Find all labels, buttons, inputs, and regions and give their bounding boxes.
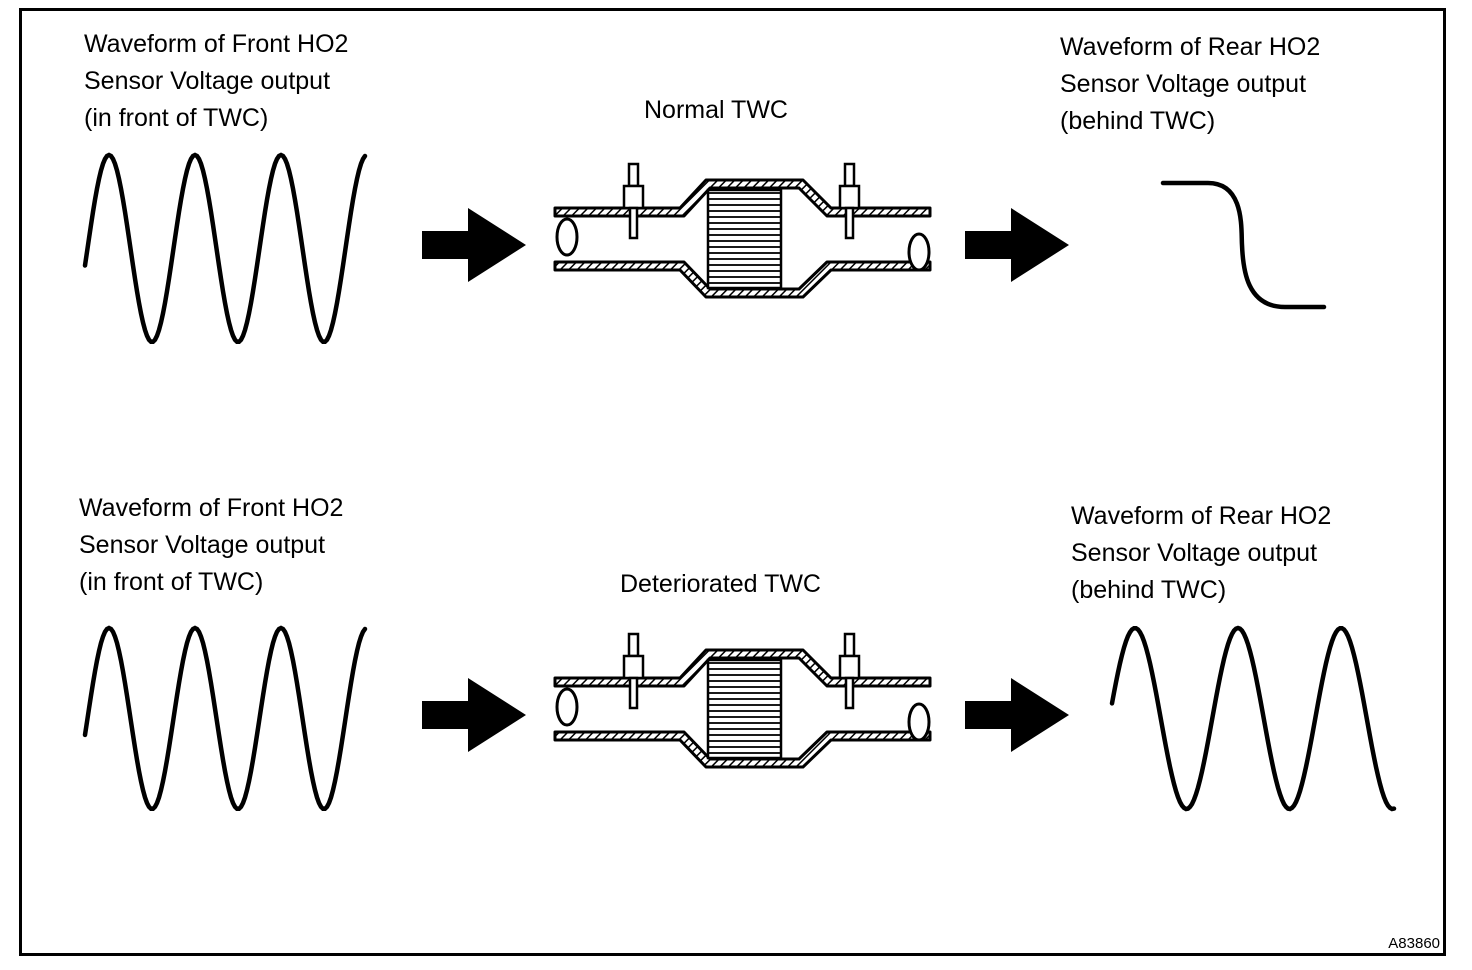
rear-waveform-deteriorated — [1109, 625, 1397, 812]
front-sensor-label-normal: Waveform of Front HO2 Sensor Voltage out… — [84, 30, 349, 132]
front-waveform-deteriorated — [82, 625, 368, 812]
rear-sensor-label-normal: Waveform of Rear HO2 Sensor Voltage outp… — [1060, 33, 1321, 135]
deteriorated-twc-converter — [553, 632, 932, 769]
normal-twc-converter — [553, 162, 932, 299]
normal-twc-label: Normal TWC — [644, 96, 788, 124]
flow-arrow-3 — [422, 678, 526, 752]
rear-waveform-normal — [1160, 180, 1327, 310]
front-waveform-normal — [82, 152, 368, 345]
rear-sensor-label-deteriorated: Waveform of Rear HO2 Sensor Voltage outp… — [1071, 502, 1332, 604]
flow-arrow-1 — [422, 208, 526, 282]
flow-arrow-4 — [965, 678, 1069, 752]
deteriorated-twc-label: Deteriorated TWC — [620, 570, 821, 598]
flow-arrow-2 — [965, 208, 1069, 282]
diagram-frame — [19, 8, 1446, 956]
front-sensor-label-deteriorated: Waveform of Front HO2 Sensor Voltage out… — [79, 494, 344, 596]
figure-id: A83860 — [1388, 935, 1440, 952]
